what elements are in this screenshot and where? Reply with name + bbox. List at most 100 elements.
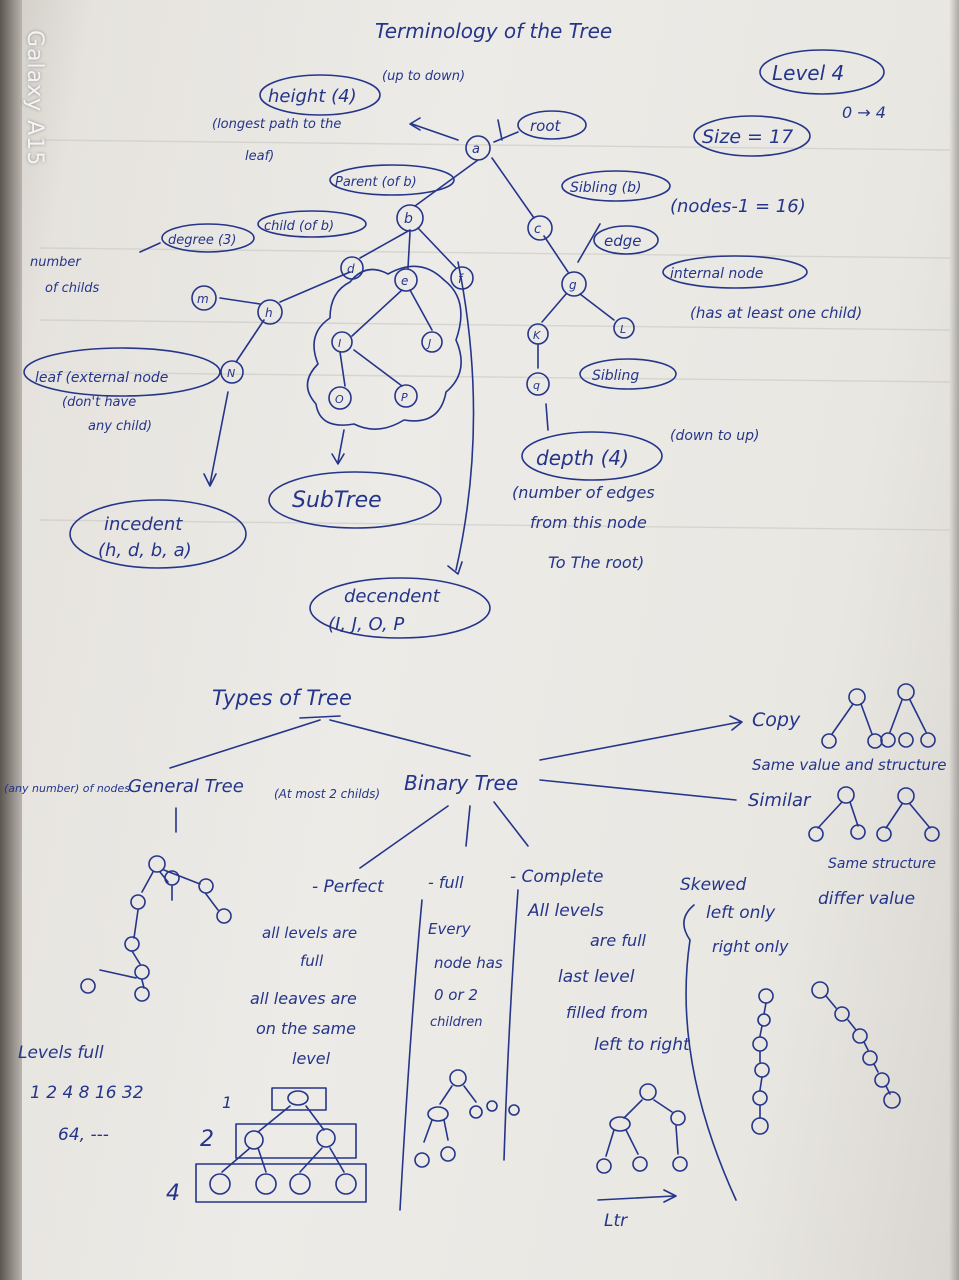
depth-bubble [521,431,663,481]
binary-branch-perfect [359,805,449,869]
skewed-label: Skewed [680,875,746,895]
node-h [257,299,283,325]
node-p-label: P [401,391,408,404]
perfect-rule-2b: on the same [256,1019,356,1038]
binary-label: Binary Tree [404,771,518,795]
height-label: height (4) [268,86,357,107]
node-p [394,384,418,408]
copy-arrow [539,715,743,761]
binary-prefix: (At most 2 childs) [274,787,380,801]
subtree-bubble [268,471,442,529]
node-l-label: L [620,323,626,336]
ancestor-label-2: (h, d, b, a) [98,540,192,561]
level-bubble [759,49,885,95]
full-rule-1: Every [428,920,472,938]
full-rule-3: 0 or 2 [434,986,478,1004]
parent-label: Parent (of b) [335,175,417,190]
node-b-label: b [404,211,413,227]
size-label: Size = 17 [702,126,793,148]
tree-nodes: a b c d e f g h I J K L m N O P q [191,135,635,410]
level-range: 0 → 4 [842,103,886,122]
similar-note-2: differ value [818,889,915,909]
depth-note-3: To The root) [548,553,644,572]
root-label: root [530,117,562,135]
full-rule-2: node has [434,954,503,972]
copy-trees [821,683,936,749]
camera-watermark: Galaxy A15 [22,30,47,167]
parent-bubble [329,164,455,196]
leaf-label-1: leaf (external node [35,370,168,386]
copy-label: Copy [752,709,801,731]
node-h-label: h [265,306,273,320]
internal-bubble [662,255,808,289]
descendant-label-1: decendent [344,586,441,607]
ltr-label: Ltr [604,1211,628,1231]
divider-full-complete [503,889,519,1161]
depth-arrow [545,403,549,431]
node-q [526,372,550,396]
node-j [421,331,443,353]
complete-rule-2: are full [590,931,647,950]
general-tree-drawing [80,855,232,1002]
copy-note: Same value and structure [752,756,946,774]
edge-note: (nodes-1 = 16) [670,196,806,217]
perfect-level-4: 4 [166,1181,180,1206]
node-a [465,135,491,161]
full-label: - full [428,873,464,892]
similar-arrow [539,779,737,801]
node-g-label: g [569,278,577,292]
subtree-label: SubTree [292,488,382,513]
node-o-label: O [335,393,344,406]
perfect-rule-1a: all levels are [262,924,357,942]
ancestor-label-1: incedent [104,514,183,535]
node-k-label: K [533,329,541,342]
height-direction: (up to down) [382,69,465,84]
node-d [340,256,364,280]
tree-edges [219,119,615,387]
depth-direction: (down to up) [670,428,759,444]
types-underline [299,715,341,719]
number-of-childs-2: of childs [45,281,100,296]
internal-note: (has at least one child) [690,304,862,322]
leaf-label-3: any child) [88,419,152,434]
complete-label: - Complete [510,867,603,887]
ruled-lines [39,139,951,531]
complete-rule-4: filled from [566,1003,648,1022]
height-bubble [259,74,381,116]
node-e-label: e [401,274,408,288]
height-note-2: leaf) [245,149,274,164]
number-of-childs-1: number [30,255,82,270]
skewed-rule-2: right only [712,937,789,956]
node-j-label: J [426,337,431,350]
node-q-label: q [533,379,540,392]
notebook-binding [0,0,22,1280]
perfect-label: - Perfect [312,877,385,897]
node-f-label: f [458,272,464,286]
height-arrow [409,117,459,141]
general-label: General Tree [128,776,244,797]
levels-sequence-2: 64, --- [58,1125,109,1145]
similar-note-1: Same structure [828,856,936,872]
root-bubble [517,110,587,140]
node-n-label: N [227,367,235,380]
complete-tree-drawing: Ltr [596,1083,688,1231]
sibling-bubble [579,358,677,390]
divider-perfect-full [399,899,423,1211]
descendant-arrow [447,261,475,575]
subtree-cloud [306,265,462,430]
sibling-label: Sibling [592,368,639,384]
edge-bubble [593,225,659,255]
types-title: Types of Tree [212,686,352,710]
leaf-label-2: (don't have [62,395,136,410]
perfect-rule-2a: all leaves are [250,989,357,1008]
similar-label: Similar [748,790,812,811]
skewed-rule-1: left only [706,903,776,923]
complete-rule-3: last level [558,967,635,987]
node-a-label: a [472,142,480,157]
binary-branch-full [465,805,471,847]
node-d-label: d [347,262,355,276]
complete-rule-1: All levels [527,901,604,921]
perfect-tree-drawing: 1 2 4 [166,1087,367,1206]
